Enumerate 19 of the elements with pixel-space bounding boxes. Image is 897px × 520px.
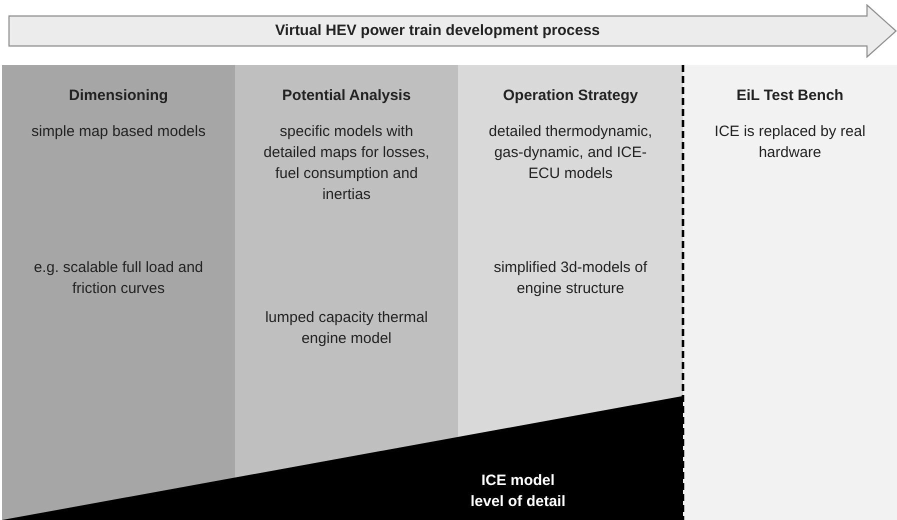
phase-column [2, 65, 235, 520]
process-arrow [8, 4, 897, 58]
column-text: lumped capacity thermal engine model [264, 308, 429, 349]
column-heading: Potential Analysis [281, 86, 412, 106]
column-text: simple map based models [30, 122, 207, 142]
column-text: ICE is replaced by real hardware [714, 122, 866, 163]
column-text: simplified 3d-models of engine structure [492, 258, 648, 299]
column-text: e.g. scalable full load and friction curves [32, 258, 204, 299]
phase-column [235, 65, 458, 437]
column-heading: Operation Strategy [502, 86, 640, 106]
column-heading: EiL Test Bench [736, 86, 844, 106]
phase-column [458, 65, 683, 396]
column-text: detailed thermodynamic, gas-dynamic, and ICE-ECU models [488, 122, 654, 184]
column-heading: Dimensioning [68, 86, 170, 106]
wedge-label: ICE model level of detail [469, 471, 567, 512]
phase-column [683, 65, 897, 520]
column-text: specific models with detailed maps for losses, fuel consumption and inertias [262, 122, 430, 205]
detail-wedge [2, 396, 683, 520]
process-title: Virtual HEV power train development process [274, 21, 601, 41]
